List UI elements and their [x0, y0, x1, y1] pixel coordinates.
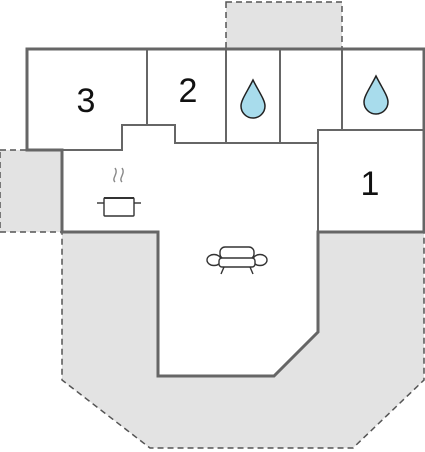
water-drop-icon	[363, 74, 389, 115]
balcony-left	[0, 149, 63, 233]
balcony-top	[225, 1, 343, 50]
sofa-icon	[206, 246, 268, 275]
water-drop-icon	[240, 78, 266, 119]
interior-walls	[27, 49, 424, 232]
cooking-pot-icon	[97, 167, 141, 217]
room-label-bedroom-2: 2	[179, 72, 198, 110]
room-label-bedroom-1: 1	[361, 165, 380, 203]
room-label-bedroom-3: 3	[77, 82, 96, 120]
